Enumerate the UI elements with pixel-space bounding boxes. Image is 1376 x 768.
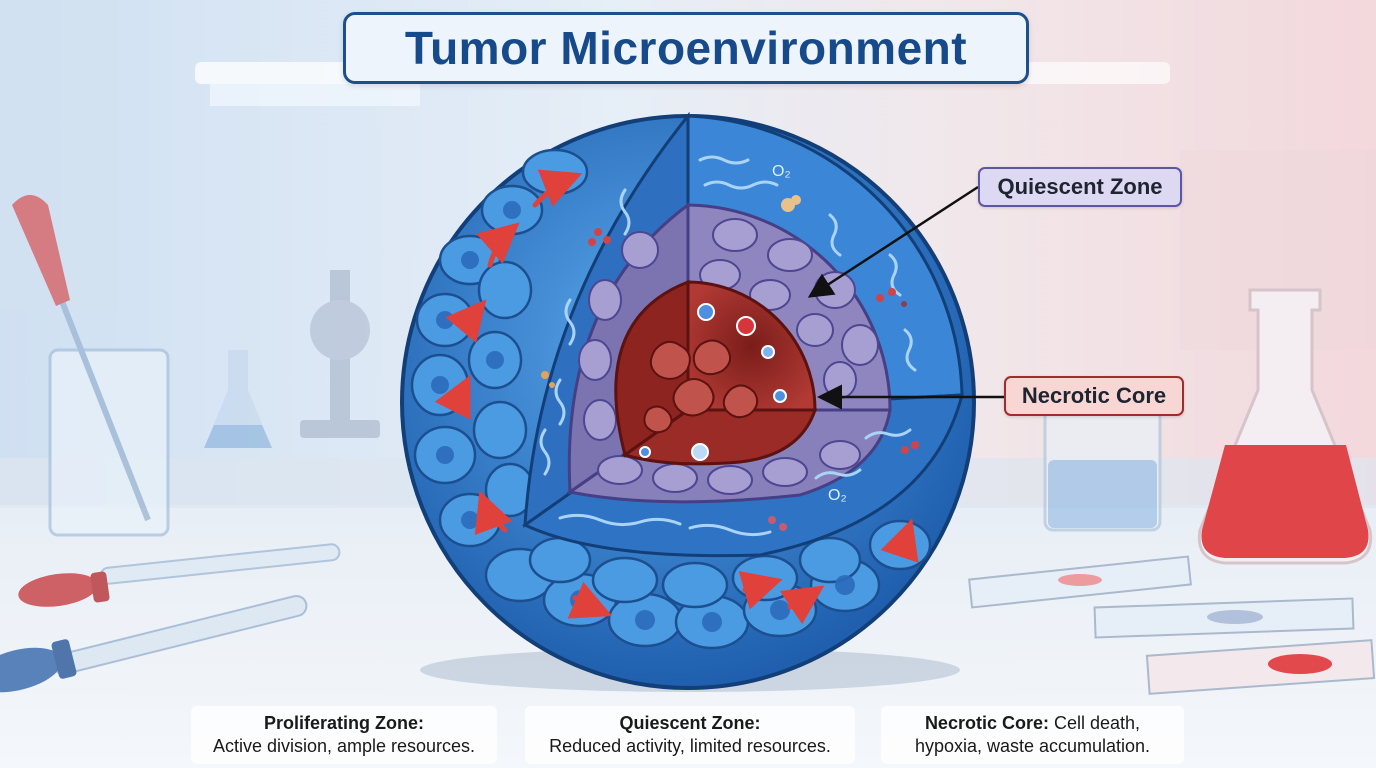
division-arrows <box>434 169 919 625</box>
oxygen-label-top: O₂ <box>772 163 791 180</box>
beaker-right-icon <box>1043 378 1162 532</box>
oxygen-label-bottom: O₂ <box>828 487 847 504</box>
caption-text: hypoxia, waste accumulation. <box>914 736 1151 756</box>
page-title: Tumor Microenvironment <box>404 22 968 74</box>
glass-slides <box>968 555 1376 695</box>
beaker-icon <box>12 195 170 537</box>
caption-first-line: Necrotic Core: Cell death, <box>925 712 1140 735</box>
flow-lines <box>539 155 917 537</box>
caption-heading: Proliferating Zone: <box>263 713 424 733</box>
flask-small-icon <box>204 350 272 448</box>
quiescent-zone-label: Quiescent Zone <box>997 174 1163 199</box>
particles <box>541 195 919 531</box>
tumor-spheroid: O₂ O₂ <box>400 111 976 690</box>
caption-inline-text: Cell death, <box>1053 713 1141 733</box>
caption-necrotic: Necrotic Core: Cell death, hypoxia, wast… <box>881 706 1184 764</box>
caption-heading: Quiescent Zone: <box>619 713 761 733</box>
caption-quiescent: Quiescent Zone: Reduced activity, limite… <box>525 706 855 764</box>
title-banner: Tumor Microenvironment <box>343 12 1029 84</box>
necrotic-core <box>686 280 817 412</box>
flask-red-icon <box>1197 288 1373 565</box>
bubbles <box>639 303 787 461</box>
caption-text: Active division, ample resources. <box>212 736 476 756</box>
caption-proliferating: Proliferating Zone: Active division, amp… <box>191 706 497 764</box>
quiescent-zone-callout: Quiescent Zone <box>978 167 1182 207</box>
pipette-blue-icon <box>0 594 308 693</box>
microscope-icon <box>300 270 380 438</box>
caption-heading: Necrotic Core: <box>924 713 1049 733</box>
necrotic-core-label: Necrotic Core <box>1021 383 1167 408</box>
pipette-red-icon <box>18 543 341 607</box>
caption-text: Reduced activity, limited resources. <box>549 736 831 756</box>
necrotic-core-callout: Necrotic Core <box>1004 376 1184 416</box>
quiescent-leader <box>807 185 979 298</box>
necrotic-debris <box>643 339 759 434</box>
